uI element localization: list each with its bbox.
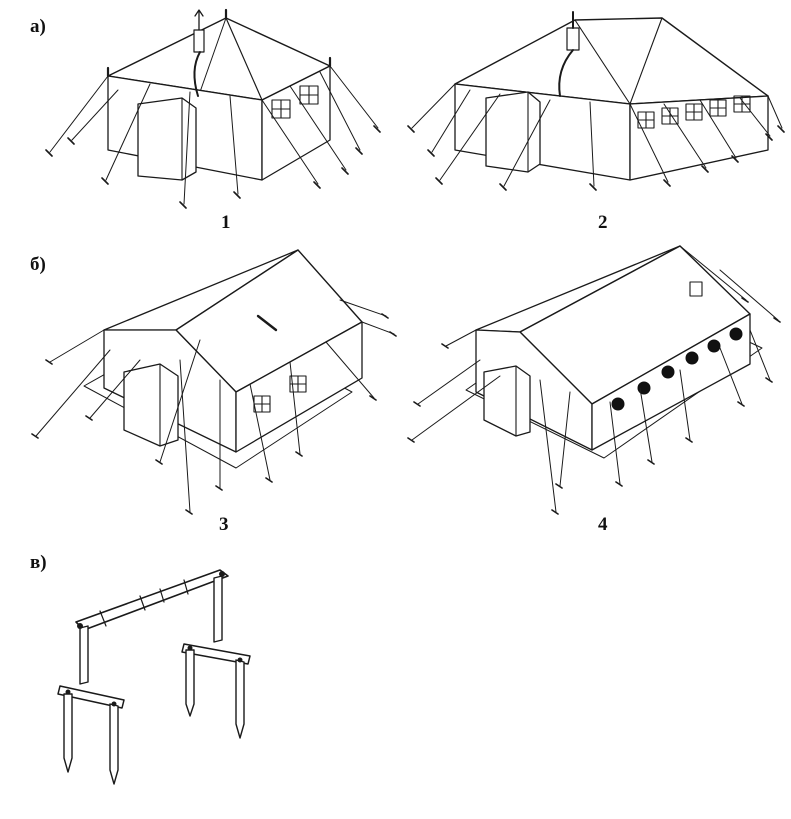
tent-4 (407, 245, 781, 515)
figure-number-2: 2 (598, 212, 608, 233)
section-label-a: а) (30, 16, 46, 37)
figure-number-1: 1 (221, 212, 231, 233)
tent-frame (57, 569, 251, 785)
section-label-v: в) (30, 552, 47, 573)
figure-number-3: 3 (219, 514, 229, 535)
section-label-b: б) (30, 254, 46, 275)
figure-number-4: 4 (598, 514, 608, 535)
tent-1 (45, 8, 381, 209)
tent-2 (407, 11, 785, 191)
tent-3 (31, 249, 397, 515)
